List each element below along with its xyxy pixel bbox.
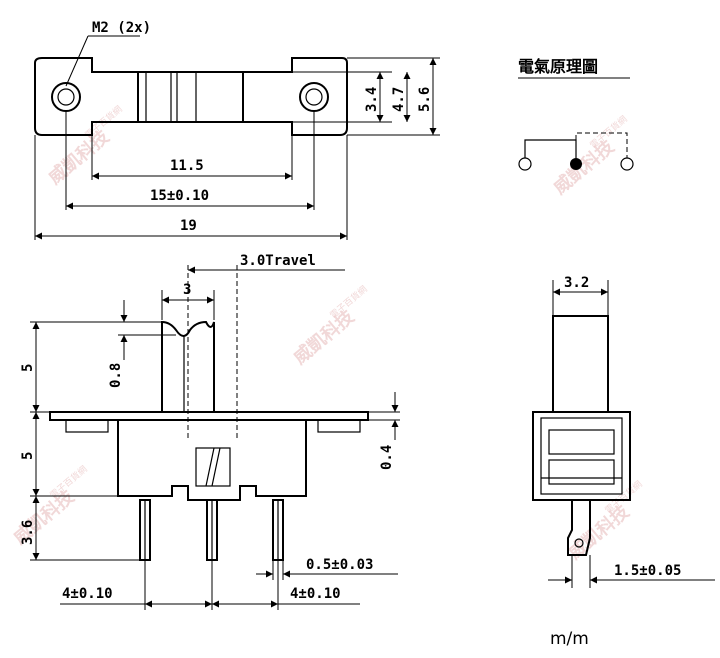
top-view-plate	[34, 57, 348, 136]
dim-body-height: 4.7	[391, 87, 407, 112]
mount-hole-right	[299, 82, 329, 112]
schematic: 電氣原理圖	[518, 57, 634, 171]
side-body	[532, 411, 631, 501]
dim-pin-width: 0.5±0.03	[306, 557, 373, 573]
top-view-slot	[137, 71, 244, 123]
dim-pin-pitch-left: 4±0.10	[62, 586, 113, 602]
side-view: 3.2 1.5±0.05	[532, 275, 715, 588]
dim-total-length: 19	[180, 218, 197, 234]
watermark-text-2: 威凱科技	[289, 305, 359, 369]
dim-plate-height: 5.6	[417, 87, 433, 112]
dim-width-inner: 11.5	[170, 158, 204, 174]
dim-slot-height: 3.4	[364, 87, 380, 112]
contact-common	[570, 158, 582, 170]
front-plate	[49, 411, 369, 421]
dim-body-height-front: 5	[20, 452, 36, 460]
dim-plate-thickness: 0.4	[379, 445, 395, 470]
side-pin	[567, 500, 591, 556]
throw-dashed	[575, 132, 628, 158]
side-pin-hole	[574, 538, 584, 548]
side-pin-width: 1.5±0.05	[614, 563, 681, 579]
throw-solid	[524, 139, 577, 158]
mount-hole-left	[51, 82, 81, 112]
dim-notch: 0.8	[108, 363, 124, 388]
actuator-width: 3	[183, 282, 191, 298]
hole-label: M2 (2x)	[92, 20, 151, 36]
dim-pin-length: 3.6	[20, 520, 36, 545]
dim-pin-pitch-right: 4±0.10	[290, 586, 341, 602]
front-view: 3.0Travel 3 5 5 3.6 0.8 0.4 0.5±	[20, 253, 400, 610]
schematic-title: 電氣原理圖	[518, 57, 598, 76]
unit-label: m/m	[550, 629, 589, 649]
dim-hole-pitch: 15±0.10	[150, 188, 209, 204]
contact-left	[518, 157, 532, 171]
side-actuator-width: 3.2	[564, 275, 589, 291]
side-actuator	[552, 315, 609, 413]
dim-actuator-height: 5	[20, 364, 36, 372]
top-view: M2 (2x) 11.5 15±0.10 19 3.4 4.7 5.6	[34, 20, 440, 240]
watermark-group: 威凱科技 電子百貨網 威凱科技 電子百貨網 威凱科技 電子百貨網 威凱科技 電子…	[9, 103, 644, 564]
contact-right	[620, 157, 634, 171]
front-slider	[195, 447, 231, 487]
front-actuator	[161, 320, 215, 412]
travel-label: 3.0Travel	[240, 253, 316, 269]
watermark-text-3: 威凱科技	[549, 135, 619, 199]
